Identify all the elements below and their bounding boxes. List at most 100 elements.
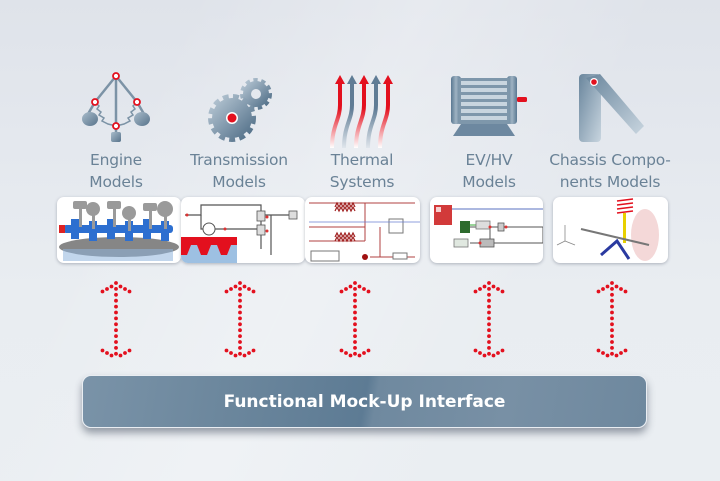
thumbnail-engine: [57, 197, 181, 263]
arrow-dot: [353, 322, 357, 327]
arrow-dot: [610, 287, 614, 291]
gears-icon: [208, 78, 272, 142]
bidirectional-arrow-ev-hv: [473, 281, 505, 358]
arrow-dot: [366, 348, 371, 353]
arrow-dot: [114, 281, 118, 285]
arrow-dot: [238, 316, 242, 321]
arrow-dot: [610, 316, 614, 321]
arrow-dot: [348, 284, 353, 289]
arrow-dot: [487, 340, 491, 344]
arrow-dot: [357, 353, 362, 358]
engine-kinematics-icon: [82, 72, 150, 142]
arrow-dot: [353, 287, 357, 291]
thumbnail-thermal: [305, 197, 420, 263]
arrow-dot: [619, 351, 623, 355]
arrow-dot: [487, 292, 491, 297]
arrow-dot: [596, 348, 601, 353]
arrow-dot: [362, 351, 366, 355]
arrow-dot: [623, 289, 628, 294]
arrow-dot: [623, 348, 628, 353]
arrow-dot: [366, 289, 371, 294]
arrow-dot: [238, 298, 242, 303]
arrow-dot: [109, 353, 114, 358]
arrow-dot: [105, 351, 109, 355]
arrow-dot: [114, 322, 118, 327]
label-line: Engine: [90, 151, 142, 169]
arrow-dot: [353, 316, 357, 321]
arrow-dot: [619, 287, 623, 291]
arrow-dot: [610, 292, 614, 297]
arrow-dot: [114, 334, 118, 338]
arrow-dot: [251, 289, 256, 294]
arrow-dot: [487, 304, 491, 309]
arrow-dot: [487, 334, 491, 338]
arrow-dot: [242, 353, 247, 358]
arrow-dot: [353, 334, 357, 338]
arrow-dot: [500, 348, 505, 353]
arrow-dot: [487, 298, 491, 303]
arrow-dot: [238, 322, 242, 327]
arrow-dot: [238, 328, 242, 333]
label-line: Systems: [329, 173, 395, 191]
arrow-dot: [233, 284, 238, 289]
suspension-render-image: [556, 198, 659, 261]
arrow-dot: [353, 340, 357, 344]
arrow-dot: [339, 289, 344, 294]
thumbnail-transmission: [181, 197, 305, 263]
arrow-dot: [123, 287, 127, 291]
arrow-dot: [353, 310, 357, 315]
thumbnail-ev-hv: [430, 197, 543, 263]
fmi-interface-bar: Functional Mock-Up Interface: [82, 375, 647, 428]
label-line: EV/HV: [465, 151, 513, 169]
thumbnail-chassis: [553, 197, 668, 263]
arrow-dot: [238, 304, 242, 309]
arrow-dot: [224, 289, 229, 294]
arrow-dot: [491, 284, 496, 289]
arrow-dot: [229, 287, 233, 291]
arrow-dot: [610, 322, 614, 327]
label-line: Models: [462, 173, 516, 191]
arrow-dot: [614, 284, 619, 289]
arrow-dot: [344, 287, 348, 291]
arrow-dot: [114, 298, 118, 303]
arrow-dot: [487, 328, 491, 333]
arrow-dot: [610, 340, 614, 344]
fmi-interface-label: Functional Mock-Up Interface: [223, 391, 506, 412]
arrow-dot: [353, 304, 357, 309]
arrow-dot: [610, 328, 614, 333]
label-line: nents Models: [559, 173, 661, 191]
arrow-dot: [114, 346, 118, 350]
arrow-dot: [496, 351, 500, 355]
arrow-dot: [610, 310, 614, 315]
arrow-dot: [362, 287, 366, 291]
arrow-dot: [114, 304, 118, 309]
arrow-dot: [353, 328, 357, 333]
label-line: Transmission: [190, 151, 288, 169]
transmission-schematic-image: [181, 204, 298, 263]
electric-motor-icon: [451, 76, 527, 136]
arrow-dot: [339, 348, 344, 353]
label-line: Chassis Compo-: [549, 151, 671, 169]
arrow-dot: [114, 340, 118, 344]
arrow-dot: [233, 353, 238, 358]
arrow-dot: [238, 281, 242, 285]
arrow-dot: [605, 353, 610, 358]
arrow-dot: [242, 284, 247, 289]
arrow-dot: [478, 351, 482, 355]
arrow-dot: [478, 287, 482, 291]
arrow-dot: [473, 289, 478, 294]
arrow-dot: [114, 287, 118, 291]
arrow-dot: [238, 334, 242, 338]
label-thermal-systems: Thermal Systems: [287, 149, 437, 193]
arrow-dot: [247, 351, 251, 355]
arrow-dot: [123, 351, 127, 355]
label-engine-models: Engine Models: [41, 149, 191, 193]
arrow-dot: [238, 346, 242, 350]
label-chassis-components-models: Chassis Compo- nents Models: [535, 149, 685, 193]
arrow-dot: [118, 353, 123, 358]
arrow-dot: [238, 310, 242, 315]
label-ev-hv-models: EV/HV Models: [414, 149, 564, 193]
arrow-dot: [596, 289, 601, 294]
arrow-dot: [238, 287, 242, 291]
arrow-dot: [610, 281, 614, 285]
